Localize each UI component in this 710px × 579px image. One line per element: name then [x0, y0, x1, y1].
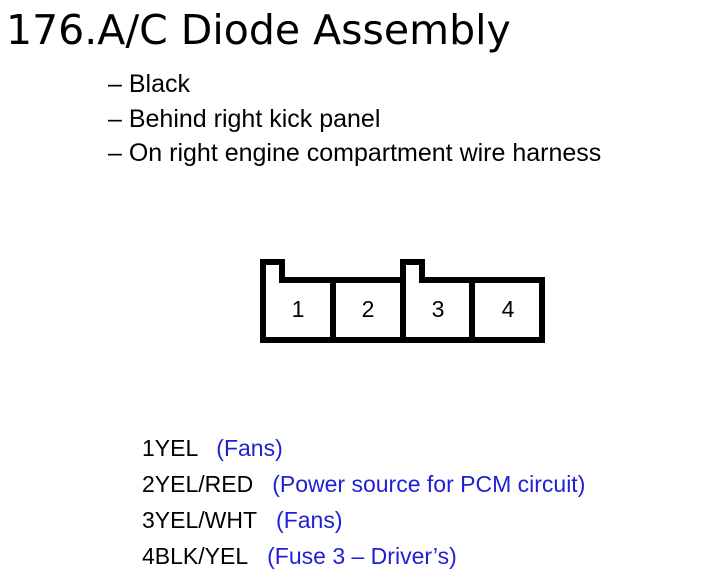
pin-number: 1 [142, 435, 155, 461]
connector-outline [260, 259, 545, 343]
location-item: – Behind right kick panel [108, 104, 381, 133]
terminal-label: 2 [362, 296, 375, 322]
pin-description: (Fans) [276, 507, 343, 533]
pin-description: (Fans) [216, 435, 283, 461]
pin-row: 1YEL (Fans) [142, 430, 585, 466]
terminal-label: 1 [292, 296, 305, 322]
pin-number: 3 [142, 507, 155, 533]
pin-number: 2 [142, 471, 155, 497]
pin-description: (Power source for PCM circuit) [272, 471, 586, 497]
pin-list: 1YEL (Fans) 2YEL/RED (Power source for PCM… [142, 430, 585, 574]
pin-row: 3YEL/WHT (Fans) [142, 502, 585, 538]
pin-wire-color: YEL [154, 435, 199, 461]
pin-wire-color: YEL/WHT [154, 507, 258, 533]
location-list: – Black – Behind right kick panel – On r… [108, 67, 601, 171]
pin-row: 2YEL/RED (Power source for PCM circuit) [142, 466, 585, 502]
page-title: 176.A/C Diode Assembly [6, 6, 511, 54]
pin-row: 4BLK/YEL (Fuse 3 – Driver’s) [142, 538, 585, 574]
pin-wire-color: BLK/YEL [154, 543, 249, 569]
terminal-label: 4 [502, 296, 515, 322]
pin-description: (Fuse 3 – Driver’s) [267, 543, 457, 569]
connector-diagram: 1 2 3 4 [260, 259, 545, 343]
pin-wire-color: YEL/RED [154, 471, 254, 497]
terminal-label: 3 [432, 296, 445, 322]
location-item: – Black [108, 70, 190, 98]
pin-number: 4 [142, 543, 155, 569]
location-item: – On right engine compartment wire harne… [108, 139, 602, 167]
